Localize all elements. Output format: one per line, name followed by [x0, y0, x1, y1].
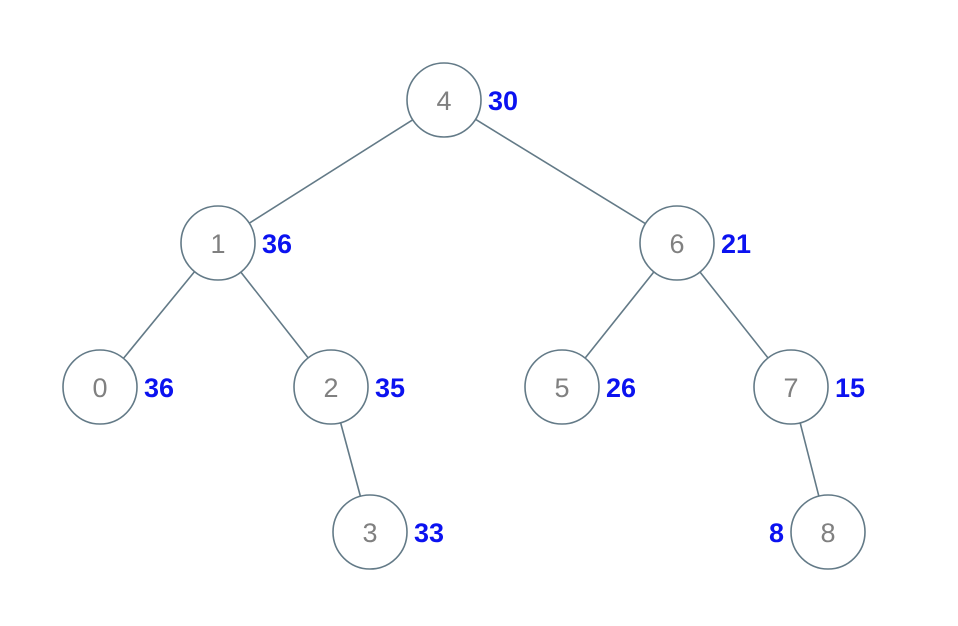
- tree-edge-4-6: [475, 118, 646, 225]
- tree-edge-6-5: [584, 271, 655, 359]
- node-label-5: 5: [554, 373, 569, 403]
- node-circle-3[interactable]: [332, 494, 408, 570]
- edge-layer: [122, 118, 820, 497]
- node-circle-5[interactable]: [524, 349, 600, 425]
- node-weight-2: 35: [375, 373, 405, 403]
- node-label-0: 0: [92, 373, 107, 403]
- node-weight-1: 36: [262, 229, 292, 259]
- node-label-7: 7: [783, 373, 798, 403]
- node-label-1: 1: [210, 229, 225, 259]
- node-label-2: 2: [323, 373, 338, 403]
- node-weight-7: 15: [835, 373, 865, 403]
- node-label-6: 6: [669, 229, 684, 259]
- tree-node-1[interactable]: 1 36: [180, 205, 292, 281]
- tree-edge-1-0: [122, 271, 196, 359]
- node-weight-3: 33: [414, 518, 444, 548]
- tree-node-7[interactable]: 7 15: [753, 349, 865, 425]
- node-label-4: 4: [436, 86, 451, 116]
- tree-node-4[interactable]: 4 30: [406, 62, 518, 138]
- node-weight-6: 21: [721, 229, 751, 259]
- node-weight-4: 30: [488, 86, 518, 116]
- node-circle-8[interactable]: [790, 494, 866, 570]
- node-circle-0[interactable]: [62, 349, 138, 425]
- node-weight-8: 8: [769, 518, 784, 548]
- node-label-8: 8: [820, 518, 835, 548]
- tree-edge-1-2: [240, 271, 309, 359]
- node-circle-7[interactable]: [753, 349, 829, 425]
- tree-node-8[interactable]: 88: [769, 494, 866, 570]
- tree-edge-4-1: [248, 119, 414, 224]
- node-circle-2[interactable]: [293, 349, 369, 425]
- tree-node-6[interactable]: 6 21: [639, 205, 751, 281]
- tree-node-0[interactable]: 0 36: [62, 349, 174, 425]
- tree-node-2[interactable]: 2 35: [293, 349, 405, 425]
- node-weight-0: 36: [144, 373, 174, 403]
- node-label-3: 3: [362, 518, 377, 548]
- tree-node-5[interactable]: 5 26: [524, 349, 636, 425]
- node-weight-5: 26: [606, 373, 636, 403]
- node-circle-4[interactable]: [406, 62, 482, 138]
- tree-edge-2-3: [339, 422, 362, 497]
- tree-edge-7-8: [799, 422, 820, 497]
- node-circle-6[interactable]: [639, 205, 715, 281]
- node-circle-1[interactable]: [180, 205, 256, 281]
- tree-edge-6-7: [699, 271, 769, 359]
